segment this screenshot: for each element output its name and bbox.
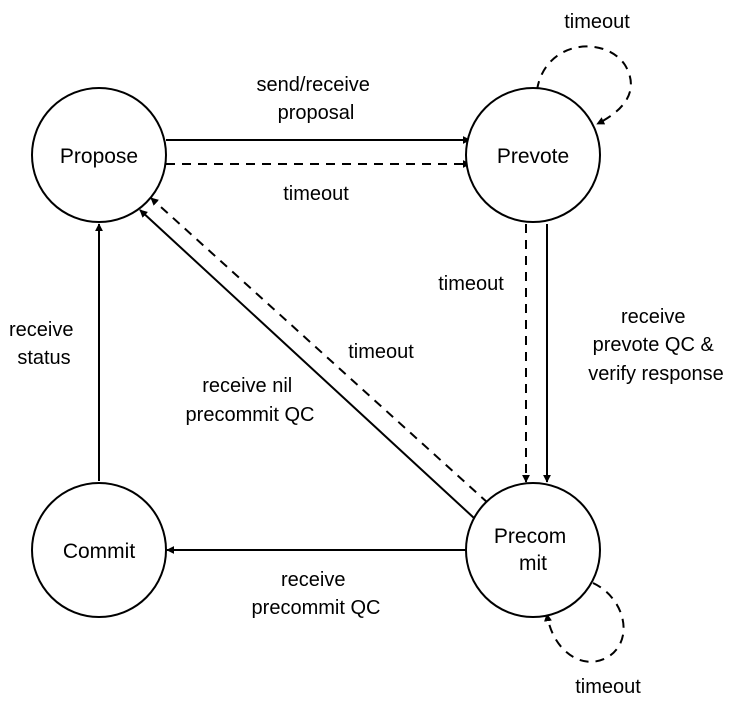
label-propose-to-prevote: send/receive proposal [257, 74, 376, 124]
edge-label-line: timeout [283, 183, 349, 205]
edge-prevote-self-timeout [536, 45, 632, 125]
state-label-line: mit [519, 552, 547, 575]
edge-precommit-to-propose [139, 209, 475, 519]
label-precommit-to-propose: receive nil precommit QC [186, 375, 315, 426]
edge-label-line: timeout [438, 273, 504, 295]
state-prevote [465, 87, 601, 223]
edge-precommit-self-timeout [544, 582, 625, 663]
label-prevote-self-timeout: timeout [564, 11, 630, 33]
edge-label-line: proposal [278, 102, 355, 124]
edge-label-line: timeout [564, 11, 630, 33]
label-prevote-to-precommit-timeout: timeout [438, 273, 504, 295]
state-label-line: Commit [63, 540, 135, 563]
label-precommit-self-timeout: timeout [575, 676, 641, 698]
state-propose [31, 87, 167, 223]
state-label-propose: Propose [60, 145, 138, 168]
edge-label-line: receive [9, 319, 73, 341]
state-label-line: Prevote [497, 145, 569, 168]
edge-label-line: timeout [348, 341, 414, 363]
edge-label-line: precommit QC [252, 597, 381, 619]
state-label-precommit: Precom mit [494, 525, 572, 575]
label-commit-to-propose: receive status [9, 319, 79, 369]
edge-precommit-to-propose-timeout [150, 197, 489, 504]
edge-label-line: receive [281, 569, 345, 591]
edge-label-line: prevote QC & [593, 334, 715, 356]
state-label-line: Precom [494, 525, 566, 548]
label-precommit-to-propose-timeout: timeout [348, 341, 414, 363]
edge-label-line: receive nil [202, 375, 292, 397]
edge-label-line: send/receive [257, 74, 370, 96]
state-label-prevote: Prevote [497, 145, 569, 168]
edge-label-line: verify response [588, 363, 724, 385]
state-label-commit: Commit [63, 540, 135, 563]
edge-label-line: receive [621, 306, 685, 328]
label-propose-to-prevote-timeout: timeout [283, 183, 349, 205]
edge-label-line: status [17, 347, 70, 369]
edge-label-line: precommit QC [186, 404, 315, 426]
label-precommit-to-commit: receive precommit QC [252, 569, 381, 619]
edge-label-line: timeout [575, 676, 641, 698]
state-precommit [465, 482, 601, 618]
state-commit [31, 482, 167, 618]
label-prevote-to-precommit: receive prevote QC & verify response [588, 306, 724, 385]
state-label-line: Propose [60, 145, 138, 168]
